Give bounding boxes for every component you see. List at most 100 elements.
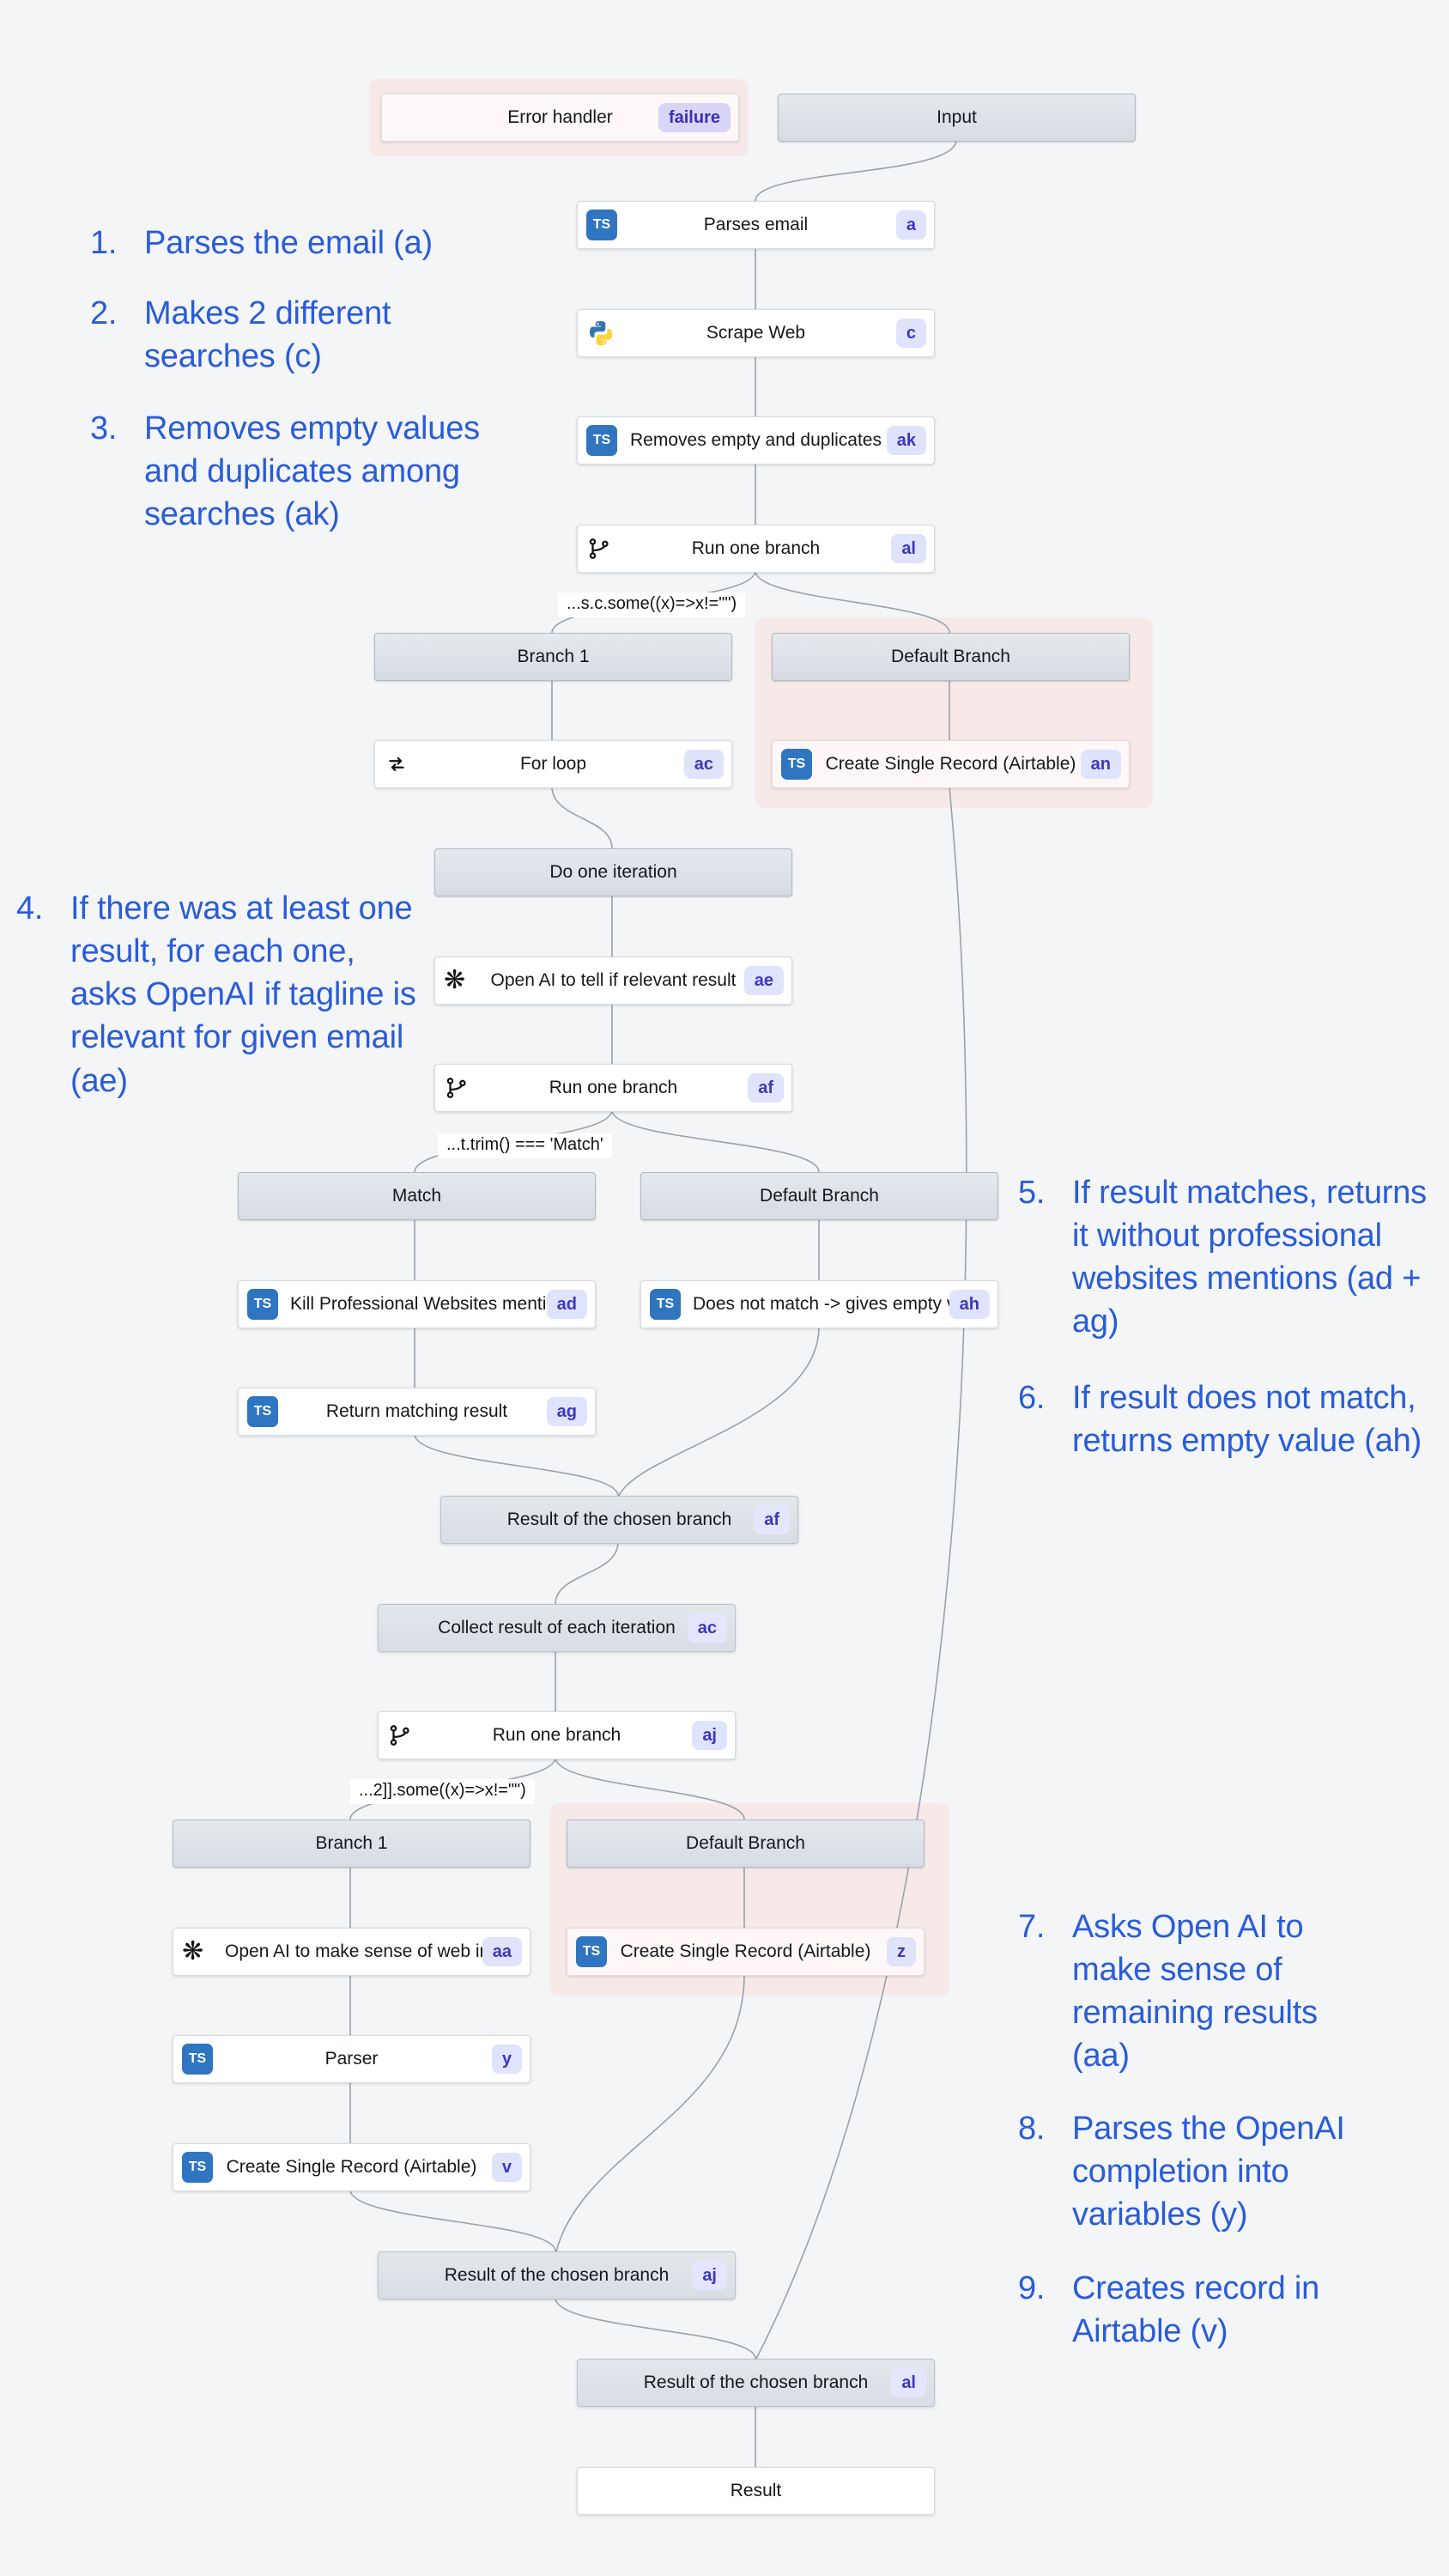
branch-icon: [387, 1722, 413, 1748]
node-label: For loop: [519, 754, 587, 774]
typescript-icon: TS: [182, 2044, 213, 2075]
node-label: Collect result of each iteration: [438, 1618, 676, 1637]
annotation-number: 3.: [90, 410, 118, 447]
node-label: Match: [391, 1186, 442, 1206]
annotation-text: Parses the OpenAI completion into variab…: [1072, 2111, 1345, 2233]
node-label: Default Branch: [891, 647, 1010, 666]
node-badge: ah: [949, 1290, 990, 1319]
node-create-record-v[interactable]: TS Create Single Record (Airtable) v: [173, 2143, 530, 2191]
node-label: Run one branch: [549, 1078, 678, 1097]
annotation-8: 8. Parses the OpenAI completion into var…: [1018, 2107, 1398, 2236]
node-badge: ac: [687, 1613, 727, 1643]
branch-icon: [586, 536, 612, 562]
node-label: Result of the chosen branch: [643, 2372, 869, 2392]
node-run-one-branch-af[interactable]: Run one branch af: [434, 1064, 792, 1112]
node-badge: an: [1080, 750, 1121, 779]
node-label: Default Branch: [760, 1186, 879, 1206]
annotation-4: 4. If there was at least one result, for…: [16, 887, 418, 1103]
annotation-number: 5.: [1018, 1175, 1046, 1211]
node-label: Parses email: [703, 215, 809, 234]
annotation-text: Asks Open AI to make sense of remaining …: [1072, 1909, 1318, 2075]
node-create-record-z[interactable]: TS Create Single Record (Airtable) z: [567, 1928, 925, 1976]
annotation-number: 4.: [16, 890, 44, 927]
annotation-number: 6.: [1018, 1380, 1046, 1416]
node-label: Create Single Record (Airtable): [825, 754, 1076, 774]
condition-label: ...s.c.some((x)=>x!=""): [558, 592, 746, 617]
annotation-number: 2.: [90, 295, 118, 331]
typescript-icon: TS: [586, 425, 617, 456]
node-parser[interactable]: TS Parser y: [173, 2035, 530, 2083]
condition-label: ...2]].some((x)=>x!=""): [350, 1779, 535, 1804]
node-label: Default Branch: [686, 1833, 805, 1853]
node-parses-email[interactable]: TS Parses email a: [577, 201, 935, 249]
node-badge: af: [748, 1073, 784, 1103]
node-label: Result of the chosen branch: [444, 2265, 670, 2285]
annotation-text: Creates record in Airtable (v): [1072, 2270, 1320, 2350]
annotation-3: 3. Removes empty values and duplicates a…: [90, 407, 522, 536]
node-return-matching[interactable]: TS Return matching result ag: [238, 1388, 596, 1436]
node-badge: ad: [546, 1290, 587, 1319]
node-label: Branch 1: [315, 1833, 388, 1853]
node-badge: aj: [692, 2261, 727, 2290]
node-badge: al: [891, 534, 926, 563]
node-label: Create Single Record (Airtable): [620, 1941, 871, 1961]
node-badge: z: [887, 1937, 916, 1966]
node-removes-empty-duplicates[interactable]: TS Removes empty and duplicates ak: [577, 416, 935, 465]
node-run-one-branch-aj[interactable]: Run one branch aj: [378, 1711, 736, 1759]
node-label: Open AI to tell if relevant result: [490, 970, 737, 990]
node-label: Scrape Web: [706, 323, 806, 343]
node-match[interactable]: Match: [238, 1172, 596, 1220]
node-badge: ae: [743, 966, 784, 995]
node-input[interactable]: Input: [778, 94, 1136, 142]
condition-label: ...t.trim() === 'Match': [438, 1133, 612, 1158]
node-create-record-an[interactable]: TS Create Single Record (Airtable) an: [772, 740, 1130, 788]
node-result-chosen-aj[interactable]: Result of the chosen branch aj: [378, 2251, 736, 2300]
annotation-2: 2. Makes 2 different searches (c): [90, 292, 440, 378]
node-label: Parser: [324, 2049, 379, 2069]
node-label: Run one branch: [691, 538, 821, 558]
node-result-chosen-af[interactable]: Result of the chosen branch af: [440, 1496, 798, 1544]
node-result-chosen-al[interactable]: Result of the chosen branch al: [577, 2359, 935, 2407]
annotation-text: Removes empty values and duplicates amon…: [144, 410, 480, 533]
node-badge: y: [491, 2044, 522, 2074]
node-badge: ag: [546, 1397, 587, 1426]
typescript-icon: TS: [586, 210, 617, 240]
node-error-handler[interactable]: Error handler failure: [381, 94, 739, 142]
openai-icon: ❋: [444, 966, 466, 994]
typescript-icon: TS: [182, 2152, 213, 2183]
node-badge: aj: [692, 1721, 727, 1750]
node-no-match-empty[interactable]: TS Does not match -> gives empty value a…: [640, 1280, 998, 1328]
node-run-one-branch-al[interactable]: Run one branch al: [577, 525, 935, 573]
node-default-branch[interactable]: Default Branch: [772, 633, 1130, 681]
node-label: Branch 1: [517, 647, 590, 666]
node-openai-relevant[interactable]: ❋ Open AI to tell if relevant result ae: [434, 957, 792, 1005]
node-collect-results[interactable]: Collect result of each iteration ac: [378, 1604, 736, 1652]
annotation-text: If result does not match, returns empty …: [1072, 1380, 1422, 1460]
node-branch-1[interactable]: Branch 1: [374, 633, 732, 681]
node-kill-mentions[interactable]: TS Kill Professional Websites mentions a…: [238, 1280, 596, 1328]
node-badge: al: [891, 2368, 926, 2397]
annotation-9: 9. Creates record in Airtable (v): [1018, 2267, 1398, 2353]
node-for-loop[interactable]: For loop ac: [374, 740, 732, 788]
node-default-branch-3[interactable]: Default Branch: [567, 1820, 925, 1868]
typescript-icon: TS: [576, 1936, 607, 1967]
node-label: Create Single Record (Airtable): [226, 2157, 477, 2177]
python-icon: [586, 319, 615, 348]
node-scrape-web[interactable]: Scrape Web c: [577, 309, 935, 357]
node-label: Result of the chosen branch: [506, 1510, 732, 1529]
node-label: Does not match -> gives empty value: [693, 1294, 991, 1314]
annotation-number: 7.: [1018, 1909, 1046, 1945]
node-badge: c: [895, 319, 926, 348]
node-do-one-iteration[interactable]: Do one iteration: [434, 848, 792, 896]
annotation-text: If result matches, returns it without pr…: [1072, 1175, 1427, 1340]
node-result[interactable]: Result: [577, 2467, 935, 2515]
node-label: Return matching result: [325, 1401, 508, 1421]
annotation-text: If there was at least one result, for ea…: [70, 890, 416, 1099]
node-openai-make-sense[interactable]: ❋ Open AI to make sense of web info aa: [173, 1928, 530, 1976]
node-default-branch-2[interactable]: Default Branch: [640, 1172, 998, 1220]
typescript-icon: TS: [247, 1396, 278, 1427]
annotation-number: 9.: [1018, 2270, 1046, 2306]
annotation-number: 8.: [1018, 2111, 1046, 2147]
node-branch-1-2[interactable]: Branch 1: [173, 1820, 530, 1868]
node-label: Run one branch: [492, 1725, 621, 1745]
